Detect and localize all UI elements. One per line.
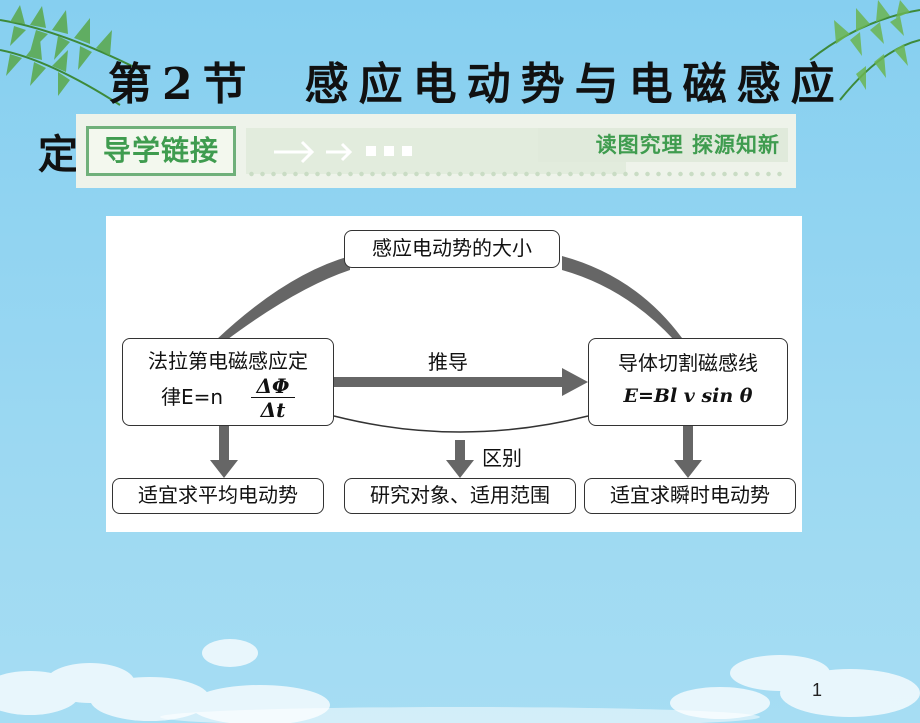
- banner-tagline: 读图究理 探源知新: [538, 128, 788, 162]
- instantaneous-emf-box: 适宜求瞬时电动势: [584, 478, 796, 514]
- conductor-cutting-box: 导体切割磁感线 E=Bl v sin θ: [588, 338, 788, 426]
- emf-magnitude-box: 感应电动势的大小: [344, 230, 560, 268]
- slide-title: 第2节感应电动势与电磁感应: [108, 48, 845, 112]
- banner-tag: 导学链接: [86, 126, 236, 176]
- fraction-denominator: Δt: [260, 398, 286, 422]
- faraday-law-label: 法拉第电磁感应定: [148, 349, 308, 373]
- faraday-formula: 律E=n: [161, 385, 224, 409]
- diagram-connectors: [210, 256, 702, 478]
- clouds-decoration: [0, 639, 920, 723]
- banner-dots: [246, 170, 786, 178]
- conductor-cutting-label: 导体切割磁感线: [618, 351, 758, 375]
- title-section-number: 第2节: [108, 59, 257, 110]
- derive-label: 推导: [428, 350, 468, 374]
- faraday-fraction: ΔΦ Δt: [251, 375, 295, 422]
- scope-box: 研究对象、适用范围: [344, 478, 576, 514]
- motional-emf-formula: E=Bl v sin θ: [623, 385, 753, 407]
- concept-diagram: 感应电动势的大小 法拉第电磁感应定 律E=n ΔΦ Δt 导体切割磁感线 E=B…: [106, 216, 802, 532]
- faraday-law-box: 法拉第电磁感应定 律E=n ΔΦ Δt: [122, 338, 334, 426]
- page-number: 1: [811, 680, 822, 700]
- title-text: 感应电动势与电磁感应: [304, 59, 845, 110]
- fraction-numerator: ΔΦ: [251, 375, 295, 398]
- guide-banner: 导学链接 读图究理 探源知新: [76, 114, 796, 188]
- difference-label: 区别: [482, 446, 522, 470]
- title-continuation: 定: [38, 131, 78, 178]
- average-emf-box: 适宜求平均电动势: [112, 478, 324, 514]
